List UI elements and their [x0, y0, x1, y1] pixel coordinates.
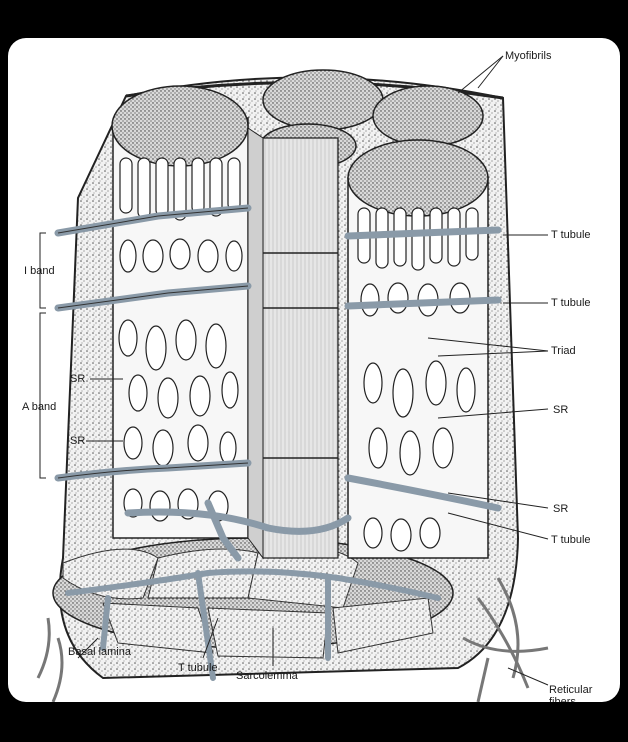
- label-sr-right-1: SR: [553, 404, 568, 416]
- muscle-fiber-illustration: [8, 38, 620, 702]
- filament-core: [263, 138, 338, 558]
- label-sarcolemma: Sarcolemma: [236, 670, 298, 682]
- label-basal-lamina: Basal lamina: [68, 646, 131, 658]
- label-t-tubule-1: T tubule: [551, 229, 591, 241]
- label-i-band: I band: [24, 265, 55, 277]
- label-t-tubule-3: T tubule: [551, 534, 591, 546]
- basal-lamina-strands: [38, 618, 62, 702]
- label-myofibrils: Myofibrils: [505, 50, 551, 62]
- label-t-tubule-bottom: T tubule: [178, 662, 218, 674]
- label-sr-left-2: SR: [70, 435, 85, 447]
- label-sr-right-2: SR: [553, 503, 568, 515]
- label-sr-left-1: SR: [70, 373, 85, 385]
- label-a-band: A band: [22, 401, 56, 413]
- label-reticular-fibers: Reticular fibers: [549, 684, 609, 702]
- label-t-tubule-2: T tubule: [551, 297, 591, 309]
- right-myofibril: [348, 140, 488, 558]
- label-triad: Triad: [551, 345, 576, 357]
- diagram-card: Myofibrils T tubule T tubule Triad SR SR…: [8, 38, 620, 702]
